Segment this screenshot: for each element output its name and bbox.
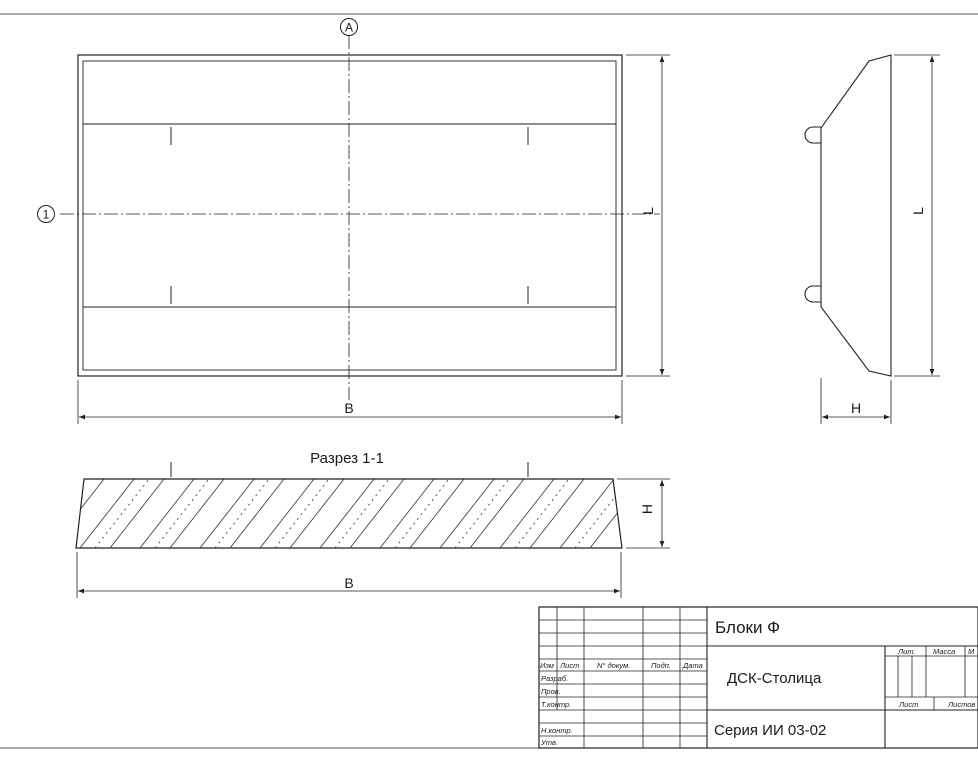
plan-dim-b — [77, 380, 623, 424]
axis-a-circle — [340, 18, 358, 36]
section-hatch — [76, 479, 622, 548]
section-outline — [75, 478, 623, 549]
tb-role-prov: Пров. — [541, 687, 561, 696]
side-dim-h-label: H — [851, 400, 861, 416]
axis-a-label: A — [345, 21, 353, 35]
section-dim-h-label: H — [639, 504, 655, 514]
tb-header-izm: Изм — [540, 661, 554, 670]
tb-role-nkontr: Н.контр. — [541, 726, 573, 735]
tb-role-tkontr: Т.контр. — [541, 700, 571, 709]
side-dim-h — [820, 378, 892, 424]
section-dim-b — [76, 552, 622, 598]
plan-dim-l-label: L — [640, 207, 656, 215]
lifting-loop-top — [804, 126, 821, 144]
tb-header-podp: Подп. — [651, 661, 671, 670]
tb-role-utv: Утв. — [540, 738, 558, 747]
plan-inner-outline — [82, 60, 617, 371]
axis-1-label: 1 — [43, 208, 50, 222]
section-cut-marks — [170, 462, 529, 477]
title-block — [538, 606, 978, 749]
axis-1-marker: 1 — [37, 205, 55, 223]
tb-role-razrab: Разраб. — [541, 674, 568, 683]
section-dim-h — [617, 478, 670, 549]
tb-lit-label: Лит. — [897, 647, 916, 656]
side-dim-l-label: L — [910, 207, 926, 215]
tb-massa-label: Масса — [933, 647, 955, 656]
axis-a-marker: A — [340, 18, 358, 36]
tb-header-list: Лист — [559, 661, 579, 670]
axis-1-circle — [37, 205, 55, 223]
side-dim-l — [894, 54, 940, 377]
side-profile — [820, 54, 892, 377]
plan-dim-b-label: B — [344, 400, 353, 416]
tb-listov-label: Листов — [947, 700, 975, 709]
tb-header-data: Дата — [682, 661, 703, 670]
tb-series: Серия ИИ 03-02 — [714, 722, 826, 739]
lifting-loop-bottom — [804, 285, 821, 303]
section-dim-b-label: B — [344, 575, 353, 591]
tb-masshtab-label: М — [968, 647, 975, 656]
tb-product-name: Блоки Ф — [715, 618, 780, 637]
section-title: Разрез 1-1 — [310, 450, 384, 467]
plan-dim-l — [626, 54, 670, 377]
plan-outer-outline — [77, 54, 623, 377]
tb-header-ndoc: N° докум. — [597, 661, 630, 670]
plan-view — [60, 35, 660, 400]
side-view — [804, 54, 892, 377]
tb-organization: ДСК-Столица — [727, 670, 822, 687]
tb-list-label: Лист — [898, 700, 918, 709]
